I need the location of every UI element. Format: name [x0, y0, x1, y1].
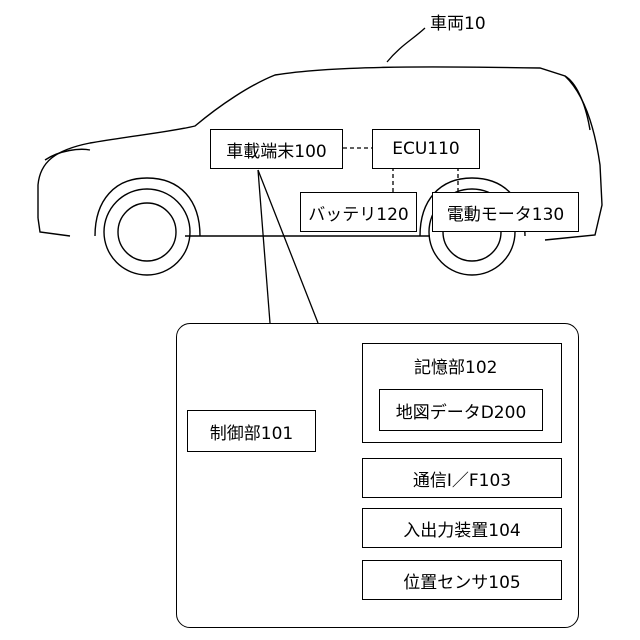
vehicle-leader-line [387, 28, 425, 62]
io-device-box: 入出力装置104 [362, 508, 562, 548]
position-sensor-box: 位置センサ105 [362, 560, 562, 600]
ecu-box: ECU110 [372, 129, 480, 169]
storage-label: 記憶部102 [414, 353, 497, 378]
controller-box: 制御部101 [187, 410, 316, 452]
motor-box: 電動モータ130 [432, 192, 579, 232]
vehicle-label: 車両10 [430, 9, 486, 34]
comm-if-box: 通信I／F103 [362, 458, 562, 498]
front-wheel [95, 178, 200, 275]
map-data-box: 地図データD200 [379, 389, 543, 431]
terminal-box: 車載端末100 [210, 129, 343, 169]
battery-box: バッテリ120 [300, 192, 417, 232]
